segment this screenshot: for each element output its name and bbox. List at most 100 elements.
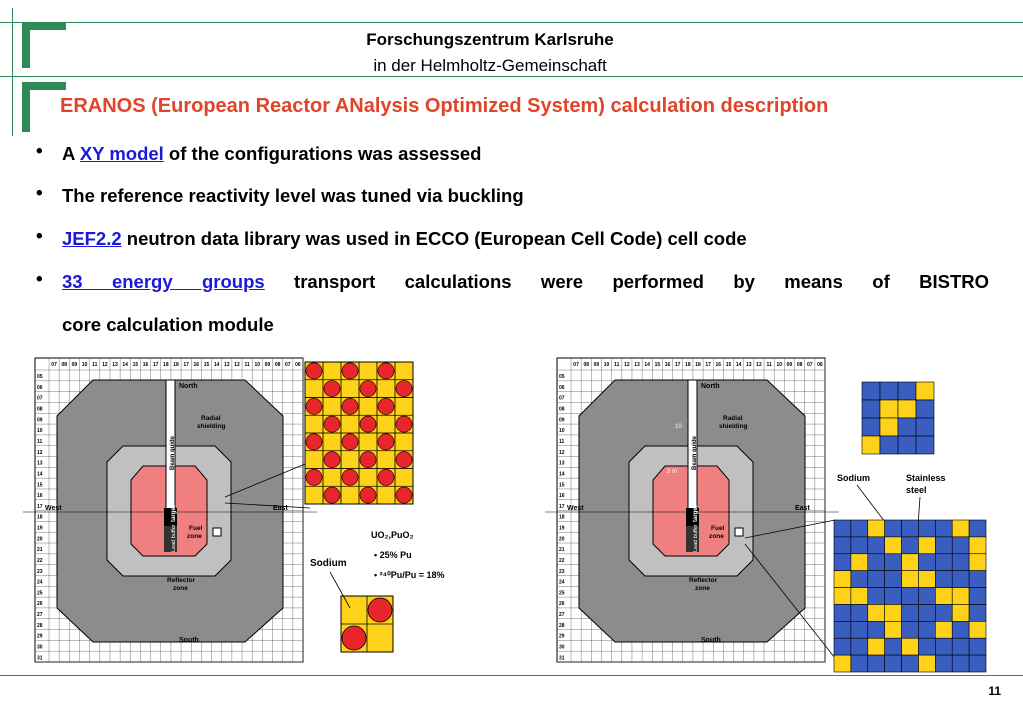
sodium-cell	[935, 587, 953, 605]
row-label: 13	[559, 461, 565, 467]
row-label: 17	[37, 504, 43, 510]
steel-cell	[918, 553, 936, 571]
steel-cell	[918, 621, 936, 639]
col-label: 12	[234, 362, 240, 368]
steel-cell	[901, 654, 919, 673]
steel-cell	[918, 519, 936, 538]
pu-fraction: • 25% Pu	[374, 550, 412, 560]
sodium-cell	[918, 654, 936, 673]
steel-cell	[951, 654, 970, 673]
row-label: 12	[37, 450, 43, 456]
steel-cell	[915, 417, 935, 437]
col-label: 15	[655, 362, 661, 368]
sodium-cell	[935, 621, 953, 639]
row-label: 18	[37, 515, 43, 521]
bullet-dot-4: •	[36, 269, 43, 290]
sodium-cell	[850, 553, 869, 571]
sodium-cell	[968, 536, 987, 555]
right-zone-label: zone	[709, 533, 724, 540]
steel-cell	[968, 570, 987, 588]
row-label: 08	[559, 407, 565, 413]
org-name: Forschungszentrum Karlsruhe	[366, 30, 614, 49]
left-zone-label: zone	[187, 533, 202, 540]
row-label: 22	[559, 558, 565, 564]
steel-cell	[897, 435, 917, 455]
sodium-cell	[901, 637, 919, 656]
sodium-cell	[951, 519, 970, 538]
col-label: 18	[695, 362, 701, 368]
row-label: 14	[37, 471, 43, 477]
bullet-dot-2: •	[36, 183, 43, 204]
logo-vline	[12, 8, 13, 136]
row-label: 27	[37, 612, 43, 618]
col-label: 14	[644, 362, 650, 368]
steel-cell	[861, 399, 881, 419]
fuel-pin	[305, 433, 323, 451]
bullet-3-after: neutron data library was used in ECCO (E…	[121, 228, 747, 249]
pu240-ratio: • ²⁴⁰Pu/Pu = 18%	[374, 570, 444, 580]
row-label: 13	[37, 461, 43, 467]
steel-cell	[879, 381, 899, 401]
steel-cell	[935, 570, 953, 588]
left-target	[164, 508, 177, 526]
steel-cell	[901, 604, 919, 622]
steel-cell	[867, 654, 885, 673]
col-label: 14	[214, 362, 220, 368]
fuel-pin	[341, 362, 359, 380]
bullet-4-after: transport calculations were performed by…	[264, 271, 989, 292]
right-shielding-label: shielding	[719, 423, 748, 430]
footer-line	[0, 675, 1023, 676]
left-west-label: West	[45, 505, 62, 512]
row-label: 31	[559, 655, 565, 661]
sodium-cell	[968, 621, 987, 639]
left-radial-label: Radial	[201, 415, 221, 422]
right-south-label: South	[701, 637, 721, 644]
steel-cell	[918, 637, 936, 656]
page-title: ERANOS (European Reactor ANalysis Optimi…	[60, 95, 829, 117]
sodium-cell	[861, 435, 881, 455]
bullet-dot-3: •	[36, 226, 43, 247]
bullet-2-text: The reference reactivity level was tuned…	[62, 185, 524, 206]
fuel-pin	[305, 469, 323, 486]
row-label: 09	[37, 417, 43, 423]
row-label: 25	[37, 590, 43, 596]
col-label: 15	[133, 362, 139, 368]
col-label: 12	[756, 362, 762, 368]
col-label: 13	[634, 362, 640, 368]
sodium-cell	[901, 570, 919, 588]
fuel-pin	[377, 433, 395, 451]
steel-cell	[968, 587, 987, 605]
col-label: 08	[275, 362, 281, 368]
jef-link[interactable]: JEF2.2	[62, 228, 122, 249]
left-cell-detail	[340, 595, 394, 653]
right-lead-buffer-label: Lead buffer	[693, 524, 699, 552]
row-label: 10	[37, 428, 43, 434]
col-label: 06	[295, 362, 301, 368]
col-label: 11	[92, 362, 98, 368]
steel-cell	[918, 604, 936, 622]
steel-label: steel	[906, 485, 927, 495]
steel-cell	[897, 417, 917, 437]
bullet-4: 33 energy groups transport calculations …	[62, 271, 989, 293]
logo-bar-bottom-vert	[22, 82, 30, 132]
xy-model-link[interactable]: XY model	[79, 143, 164, 164]
col-label: 08	[61, 362, 67, 368]
row-label: 21	[37, 547, 43, 553]
fuel-pin	[341, 469, 359, 486]
row-label: 30	[37, 644, 43, 650]
steel-cell	[850, 654, 869, 673]
col-label: 13	[112, 362, 118, 368]
sodium-cell	[918, 536, 936, 555]
row-label: 06	[37, 385, 43, 391]
sodium-cell	[884, 604, 902, 622]
steel-cell	[968, 604, 987, 622]
fuel-pin	[395, 451, 413, 469]
col-label: 11	[614, 362, 620, 368]
row-label: 21	[559, 547, 565, 553]
left-east-label: East	[273, 505, 288, 512]
col-label: 08	[583, 362, 589, 368]
row-label: 27	[559, 612, 565, 618]
energy-groups-link[interactable]: 33 energy groups	[62, 271, 265, 292]
col-label: 10	[82, 362, 88, 368]
